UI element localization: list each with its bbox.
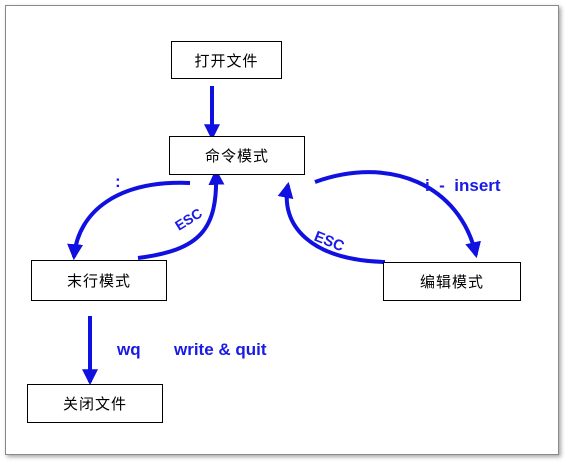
label-colon: :: [115, 172, 121, 191]
node-close-file: 关闭文件: [27, 384, 163, 423]
node-edit-mode: 编辑模式: [383, 262, 521, 301]
node-command-mode: 命令模式: [169, 136, 305, 175]
arrow-edit-to-command: [277, 181, 386, 264]
node-last-line-mode: 末行模式: [31, 260, 167, 301]
label-wq: wq: [117, 340, 141, 359]
arrow-command-to-lastline: [67, 180, 191, 261]
label-insert: i - insert: [425, 176, 501, 195]
arrow-lastline-to-command: [137, 168, 225, 260]
arrow-command-to-edit: [314, 170, 481, 259]
label-write-quit: write & quit: [174, 340, 267, 359]
node-open-file: 打开文件: [171, 41, 282, 79]
